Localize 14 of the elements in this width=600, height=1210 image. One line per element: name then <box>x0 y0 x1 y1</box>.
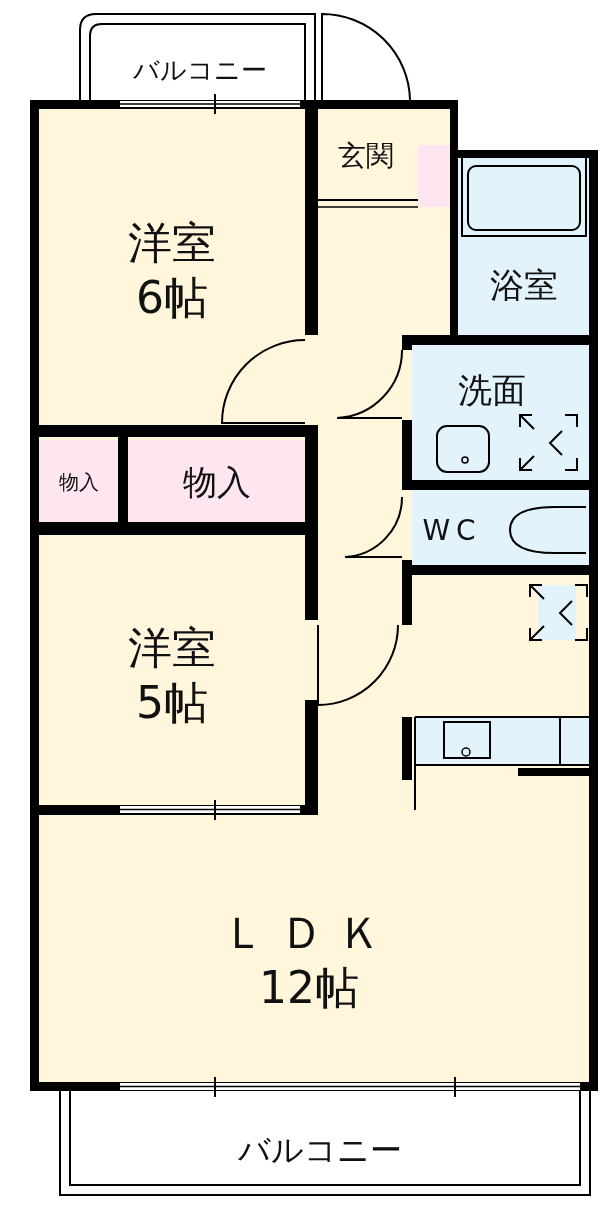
room-name: 物入 <box>58 470 99 495</box>
room-size: 5帖 <box>136 676 208 730</box>
room-name: 洗面 <box>458 368 526 412</box>
room-size: 6帖 <box>136 271 208 325</box>
room-name: 物入 <box>182 461 251 504</box>
room-size: 12帖 <box>259 961 359 1015</box>
room-name: 玄関 <box>337 137 394 173</box>
room-name: WC <box>422 512 482 548</box>
room-name: 洋室 <box>128 621 216 675</box>
room-name: 洋室 <box>128 216 216 270</box>
room-name: バルコニー <box>133 53 267 87</box>
room-name: バルコニー <box>238 1130 402 1170</box>
room-name: 浴室 <box>489 263 558 307</box>
room-name: ＬＤＫ <box>222 906 396 960</box>
